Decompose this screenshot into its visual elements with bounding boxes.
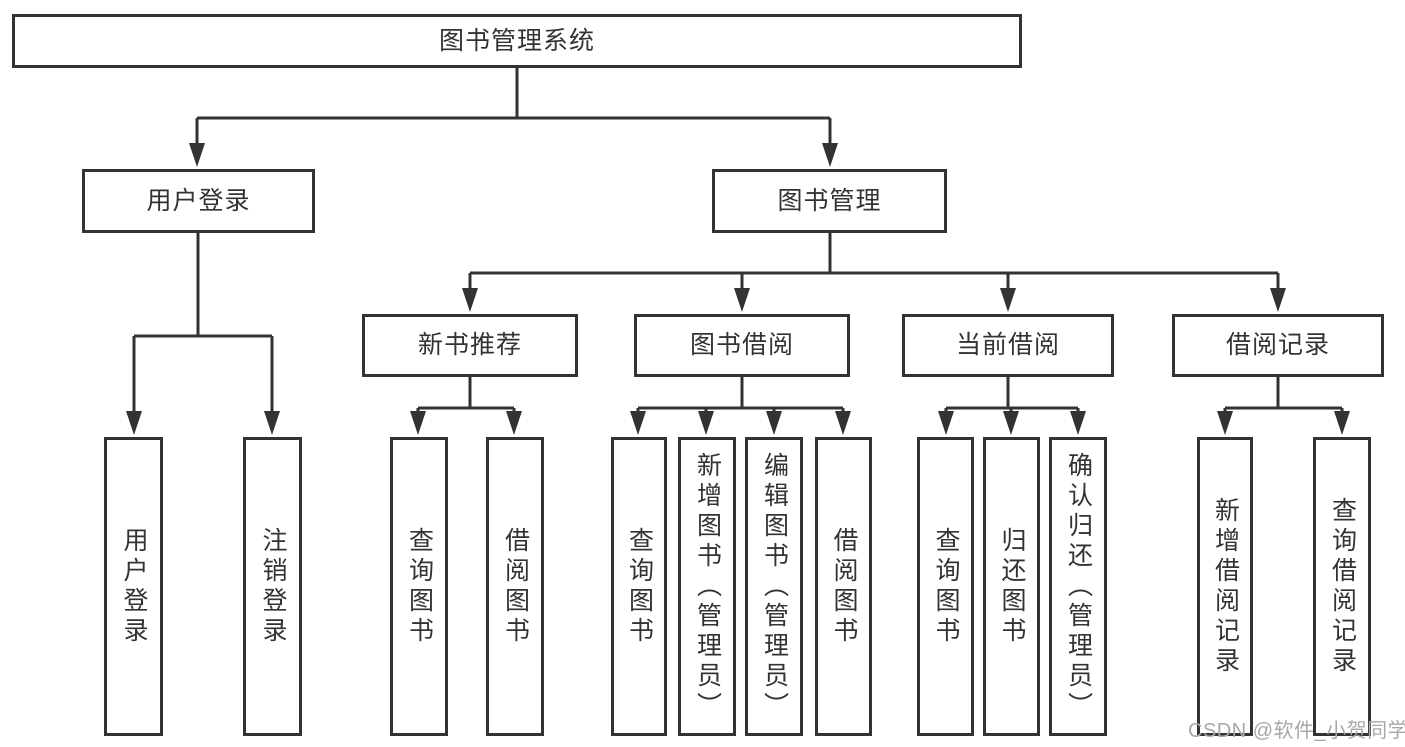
leaf-borrow-book-recommend: 借阅图书: [486, 437, 544, 736]
node-new-book-recommend: 新书推荐: [362, 314, 578, 377]
leaf-return-book: 归还图书: [983, 437, 1040, 736]
node-book-management-label: 图书管理: [777, 186, 882, 215]
connector-book-borrow: [636, 377, 845, 428]
node-borrow-records: 借阅记录: [1172, 314, 1384, 377]
connector-user-login: [132, 233, 274, 428]
node-root: 图书管理系统: [12, 14, 1022, 68]
leaf-borrow-book: 借阅图书: [815, 437, 872, 736]
leaf-query-book-recommend: 查询图书: [390, 437, 448, 736]
node-book-borrow-label: 图书借阅: [689, 331, 794, 359]
leaf-confirm-return-admin: 确认归还（管理员）: [1049, 437, 1107, 736]
leaf-logout: 注销登录: [243, 437, 302, 736]
node-book-management: 图书管理: [712, 169, 947, 233]
csdn-watermark: CSDN @软件_小贺同学: [1188, 720, 1405, 742]
node-book-borrow: 图书借阅: [634, 314, 850, 377]
node-borrow-records-label: 借阅记录: [1225, 331, 1330, 359]
leaf-add-borrow-record: 新增借阅记录: [1197, 437, 1253, 736]
connector-new-book-recommend: [416, 377, 516, 428]
leaf-edit-book-admin: 编辑图书（管理员）: [745, 437, 803, 736]
leaf-query-borrow-record: 查询借阅记录: [1313, 437, 1371, 736]
leaf-add-book-admin: 新增图书（管理员）: [678, 437, 736, 736]
node-user-login-label: 用户登录: [146, 186, 251, 215]
node-current-borrow: 当前借阅: [902, 314, 1114, 377]
connector-root: [195, 68, 832, 160]
leaf-query-book-borrow: 查询图书: [611, 437, 667, 736]
node-current-borrow-label: 当前借阅: [955, 331, 1060, 359]
arrowheads: [126, 143, 1350, 435]
connector-book-management: [468, 233, 1280, 306]
leaf-query-book-current: 查询图书: [917, 437, 974, 736]
leaf-user-login: 用户登录: [104, 437, 163, 736]
node-user-login: 用户登录: [82, 169, 315, 233]
connector-borrow-records: [1223, 377, 1344, 428]
node-root-label: 图书管理系统: [438, 26, 595, 55]
node-new-book-recommend-label: 新书推荐: [417, 331, 522, 359]
